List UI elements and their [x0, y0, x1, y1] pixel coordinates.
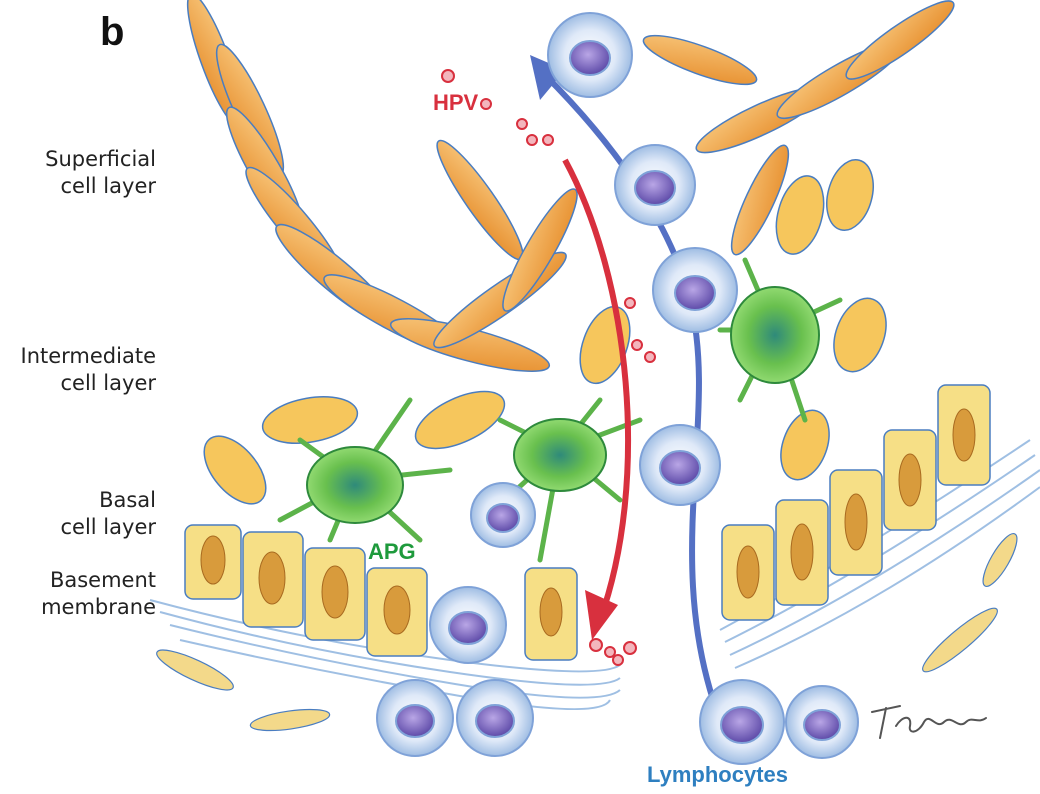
lymphocyte: [548, 13, 632, 97]
lymphocyte: [457, 680, 533, 756]
superficial-squamous-cells: [178, 0, 587, 382]
lymphocyte: [430, 587, 506, 663]
apg-cell-right: [720, 260, 840, 420]
label-line-1: Superficial: [45, 146, 156, 173]
lymphocyte: [471, 483, 535, 547]
artist-signature: [872, 706, 986, 738]
label-line-2: membrane: [41, 594, 156, 621]
basal-layer-label: Basal cell layer: [61, 487, 157, 541]
lymphocyte: [640, 425, 720, 505]
lymphocyte: [377, 680, 453, 756]
hpv-label: HPV: [433, 90, 478, 116]
apg-label: APG: [368, 539, 416, 565]
lymphocyte: [653, 248, 737, 332]
label-line-1: Intermediate: [21, 343, 157, 370]
lymphocytes: [377, 13, 858, 764]
lymphocytes-label: Lymphocytes: [647, 762, 788, 788]
label-line-1: Basal: [61, 487, 157, 514]
label-line-1: Basement: [41, 567, 156, 594]
lymphocyte: [615, 145, 695, 225]
basement-membrane-label: Basement membrane: [41, 567, 156, 621]
panel-letter: b: [100, 10, 124, 55]
superficial-layer-label: Superficial cell layer: [45, 146, 156, 200]
hpv-entry-arrow: [565, 160, 628, 640]
lymphocyte: [786, 686, 858, 758]
lymphocyte: [700, 680, 784, 764]
label-line-2: cell layer: [21, 370, 157, 397]
label-line-2: cell layer: [45, 173, 156, 200]
intermediate-layer-label: Intermediate cell layer: [21, 343, 157, 397]
label-line-2: cell layer: [61, 514, 157, 541]
